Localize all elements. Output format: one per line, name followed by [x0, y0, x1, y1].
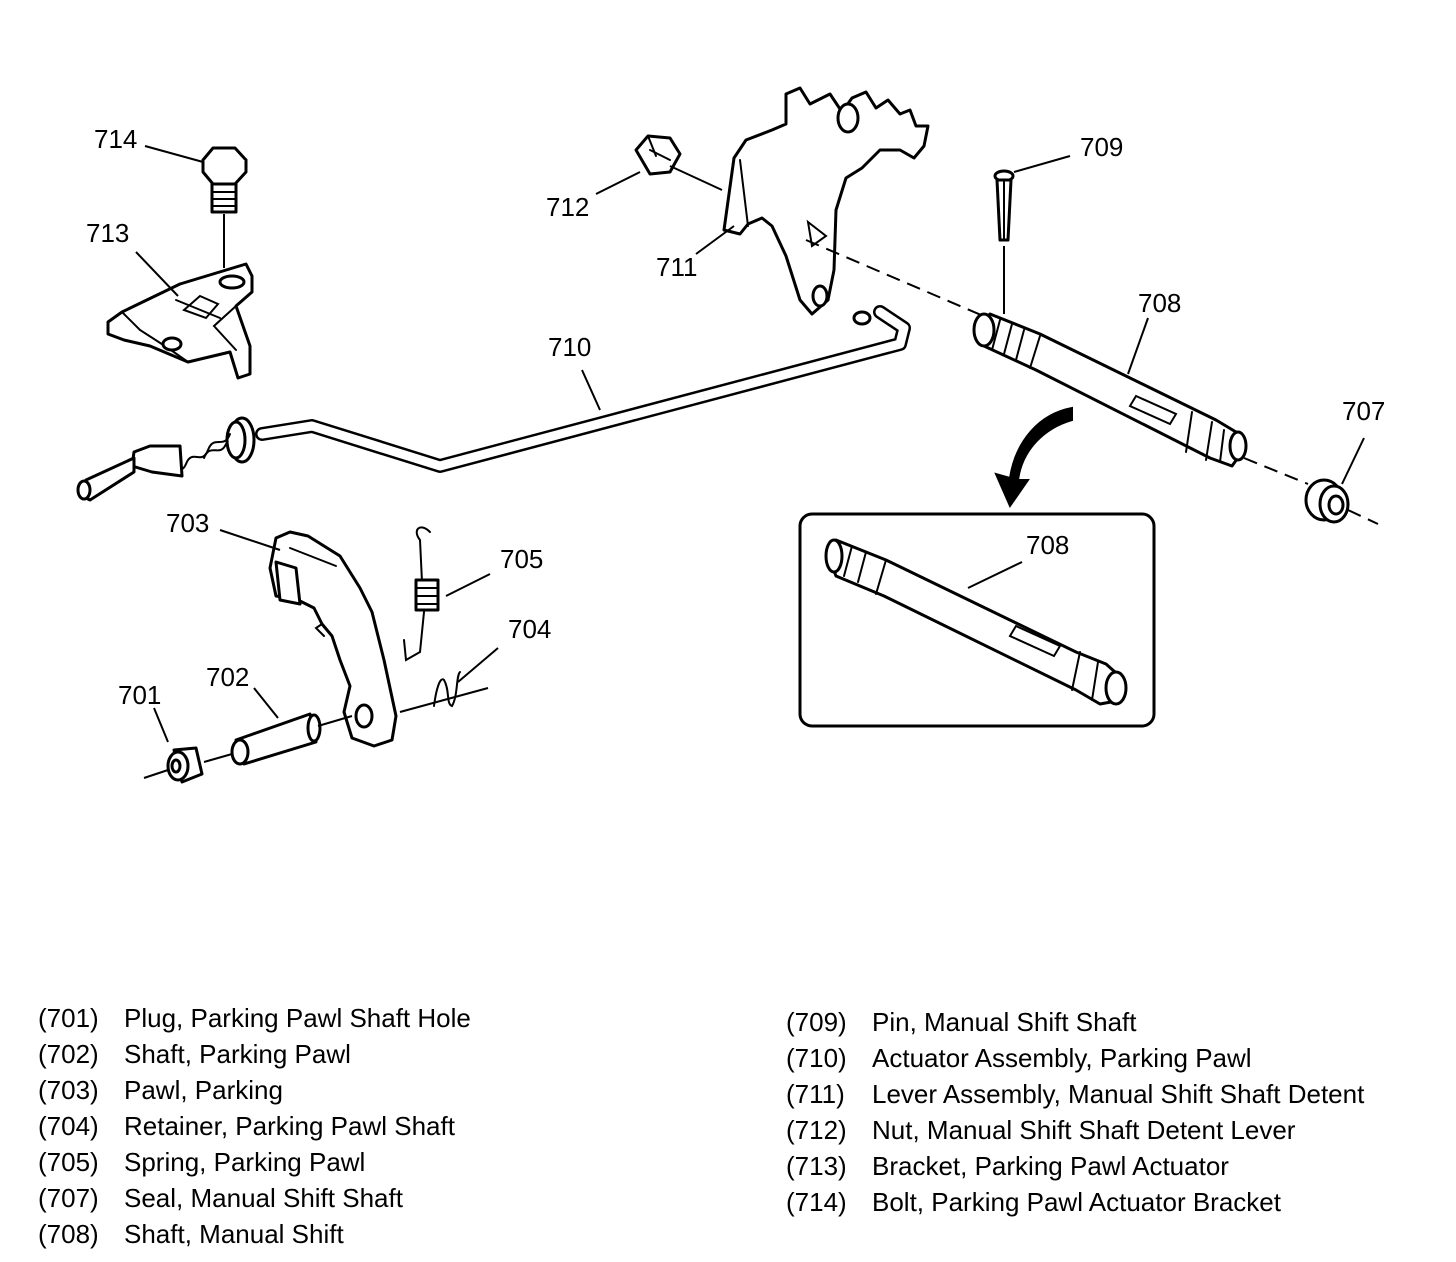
legend-row: (702) Shaft, Parking Pawl [38, 1036, 471, 1072]
legend-row: (707) Seal, Manual Shift Shaft [38, 1180, 471, 1216]
legend-row: (711) Lever Assembly, Manual Shift Shaft … [786, 1076, 1364, 1112]
seal-707 [1304, 478, 1350, 524]
legend-name: Actuator Assembly, Parking Pawl [872, 1043, 1252, 1073]
bolt-714 [201, 146, 248, 268]
legend-row: (708) Shaft, Manual Shift [38, 1216, 471, 1252]
legend-name: Retainer, Parking Pawl Shaft [124, 1111, 455, 1141]
manual-shaft-708 [972, 312, 1248, 468]
legend-code: (705) [38, 1147, 99, 1177]
exploded-parts-diagram: 714 713 712 711 710 709 708 707 708 703 … [76, 86, 1385, 784]
detail-box-708 [798, 512, 1156, 728]
pin-709 [993, 169, 1015, 314]
legend-row: (713) Bracket, Parking Pawl Actuator [786, 1148, 1364, 1184]
legend-name: Pawl, Parking [124, 1075, 283, 1105]
nut-712 [634, 134, 682, 176]
legend-name: Bracket, Parking Pawl Actuator [872, 1151, 1229, 1181]
legend-code: (709) [786, 1007, 847, 1037]
legend-row: (709) Pin, Manual Shift Shaft [786, 1004, 1364, 1040]
legend-row: (701) Plug, Parking Pawl Shaft Hole [38, 1000, 471, 1036]
detent-lever-711 [722, 86, 930, 316]
legend-row: (712) Nut, Manual Shift Shaft Detent Leve… [786, 1112, 1364, 1148]
callout-712: 712 [546, 192, 589, 222]
legend-name: Shaft, Manual Shift [124, 1219, 344, 1249]
legend-row: (705) Spring, Parking Pawl [38, 1144, 471, 1180]
legend-row: (710) Actuator Assembly, Parking Pawl [786, 1040, 1364, 1076]
legend-code: (702) [38, 1039, 99, 1069]
legend-code: (712) [786, 1115, 847, 1145]
callout-708: 708 [1138, 288, 1181, 318]
callout-704: 704 [508, 614, 551, 644]
legend-name: Plug, Parking Pawl Shaft Hole [124, 1003, 471, 1033]
legend-code: (708) [38, 1219, 99, 1249]
legend-code: (703) [38, 1075, 99, 1105]
callout-708-detail: 708 [1026, 530, 1069, 560]
legend-name: Lever Assembly, Manual Shift Shaft Deten… [872, 1079, 1365, 1109]
pawl-shaft-702 [230, 712, 353, 766]
legend-name: Spring, Parking Pawl [124, 1147, 366, 1177]
legend-left: (701) Plug, Parking Pawl Shaft Hole (702)… [38, 1000, 471, 1252]
legend-row: (703) Pawl, Parking [38, 1072, 471, 1108]
callout-709: 709 [1080, 132, 1123, 162]
parking-pawl-703 [268, 530, 398, 748]
detail-arrow-icon [994, 406, 1073, 509]
legend-code: (714) [786, 1187, 847, 1217]
callout-705: 705 [500, 544, 543, 574]
callout-702: 702 [206, 662, 249, 692]
bracket-713 [106, 262, 254, 380]
legend-code: (713) [786, 1151, 847, 1181]
legend-row: (704) Retainer, Parking Pawl Shaft [38, 1108, 471, 1144]
callout-713: 713 [86, 218, 129, 248]
legend-name: Bolt, Parking Pawl Actuator Bracket [872, 1187, 1281, 1217]
plug-701 [143, 746, 233, 784]
callout-707: 707 [1342, 396, 1385, 426]
legend-name: Shaft, Parking Pawl [124, 1039, 351, 1069]
legend-code: (707) [38, 1183, 99, 1213]
actuator-rod-710 [76, 305, 911, 502]
legend-name: Pin, Manual Shift Shaft [872, 1007, 1137, 1037]
callout-701: 701 [118, 680, 161, 710]
spring-705 [403, 526, 440, 662]
legend-code: (704) [38, 1111, 99, 1141]
callout-710: 710 [548, 332, 591, 362]
legend-code: (701) [38, 1003, 99, 1033]
legend-code: (710) [786, 1043, 847, 1073]
legend-row: (714) Bolt, Parking Pawl Actuator Bracket [786, 1184, 1364, 1220]
legend-code: (711) [786, 1079, 845, 1109]
retainer-704 [399, 671, 489, 713]
legend-name: Nut, Manual Shift Shaft Detent Lever [872, 1115, 1296, 1145]
callout-714: 714 [94, 124, 137, 154]
legend-right: (709) Pin, Manual Shift Shaft (710) Actuat… [786, 1004, 1364, 1220]
callout-703: 703 [166, 508, 209, 538]
legend-name: Seal, Manual Shift Shaft [124, 1183, 403, 1213]
callout-711: 711 [656, 252, 697, 282]
